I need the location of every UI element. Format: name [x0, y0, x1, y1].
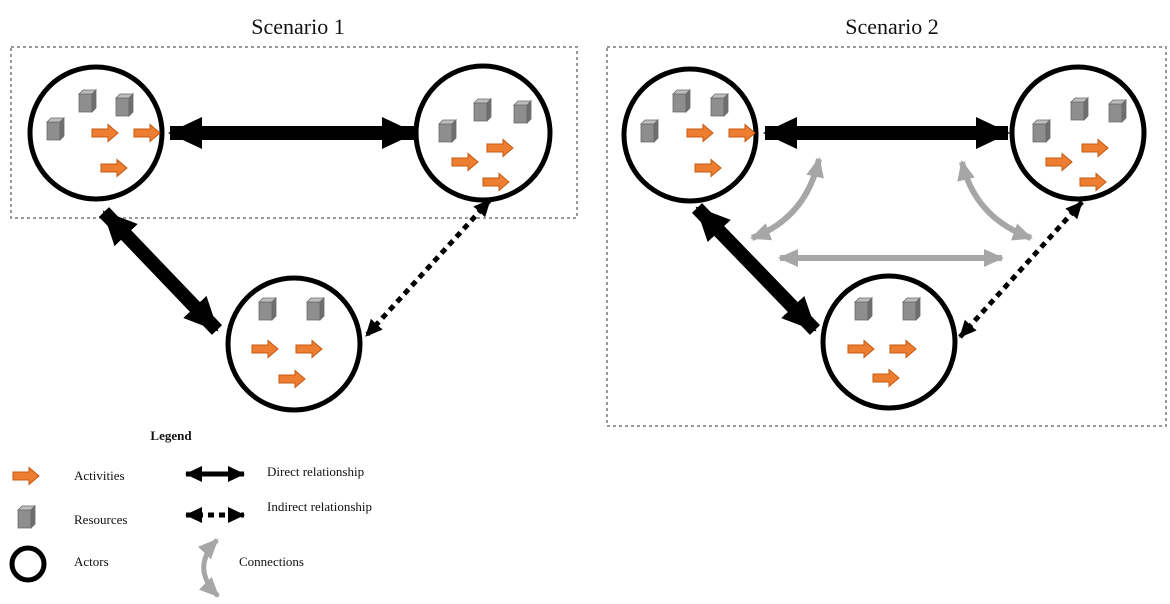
indirect-relationship-arrow — [364, 198, 492, 338]
resource-cube — [1032, 119, 1051, 143]
resource-cube — [46, 117, 65, 141]
legend-resource-icon — [17, 505, 36, 529]
resource-cube — [672, 89, 691, 113]
actor-circle — [820, 273, 958, 411]
resource-cube — [473, 98, 492, 122]
scenario-1 — [10, 46, 578, 413]
actor-circle — [1009, 64, 1147, 202]
resource-cube — [78, 89, 97, 113]
legend: Legend Activities Resources Actors Direc… — [9, 428, 372, 598]
legend-activity-icon — [12, 467, 40, 485]
direct-relationship-arrow — [691, 203, 821, 335]
connection-arrow — [750, 157, 824, 241]
legend-title: Legend — [150, 428, 192, 443]
actor-node — [27, 64, 165, 202]
resource-cube — [1108, 99, 1127, 123]
legend-activities-label: Activities — [74, 468, 125, 483]
legend-resources-label: Resources — [74, 512, 127, 527]
resource-cube — [438, 119, 457, 143]
resource-cube — [640, 119, 659, 143]
actor-node — [621, 66, 759, 204]
resource-cube — [710, 93, 729, 117]
actor-node — [820, 273, 958, 411]
resource-cube — [258, 297, 277, 321]
resource-cube — [854, 297, 873, 321]
resource-cube — [902, 297, 921, 321]
actor-circle — [413, 63, 553, 203]
actor-node — [225, 275, 363, 413]
resource-cube — [306, 297, 325, 321]
connection-arrow — [957, 160, 1033, 241]
legend-indirect-label: Indirect relationship — [267, 499, 372, 514]
resource-cube — [115, 93, 134, 117]
scenario-1-title: Scenario 1 — [251, 14, 344, 39]
scenario-2 — [606, 46, 1167, 427]
actor-node — [413, 63, 553, 203]
direct-relationship-arrow — [98, 207, 223, 335]
scenario-2-title: Scenario 2 — [845, 14, 938, 39]
legend-actors-label: Actors — [74, 554, 109, 569]
legend-direct-label: Direct relationship — [267, 464, 364, 479]
scenario-1-network-boundary — [10, 46, 578, 219]
resource-cube — [513, 100, 532, 124]
scenario-2-network-boundary — [606, 46, 1167, 427]
indirect-relationship-arrow — [958, 200, 1084, 339]
actor-node — [1009, 64, 1147, 202]
legend-connection-icon — [198, 538, 220, 598]
resource-cube — [1070, 97, 1089, 121]
legend-actor-icon — [9, 545, 47, 583]
actor-circle — [225, 275, 363, 413]
legend-connections-label: Connections — [239, 554, 304, 569]
